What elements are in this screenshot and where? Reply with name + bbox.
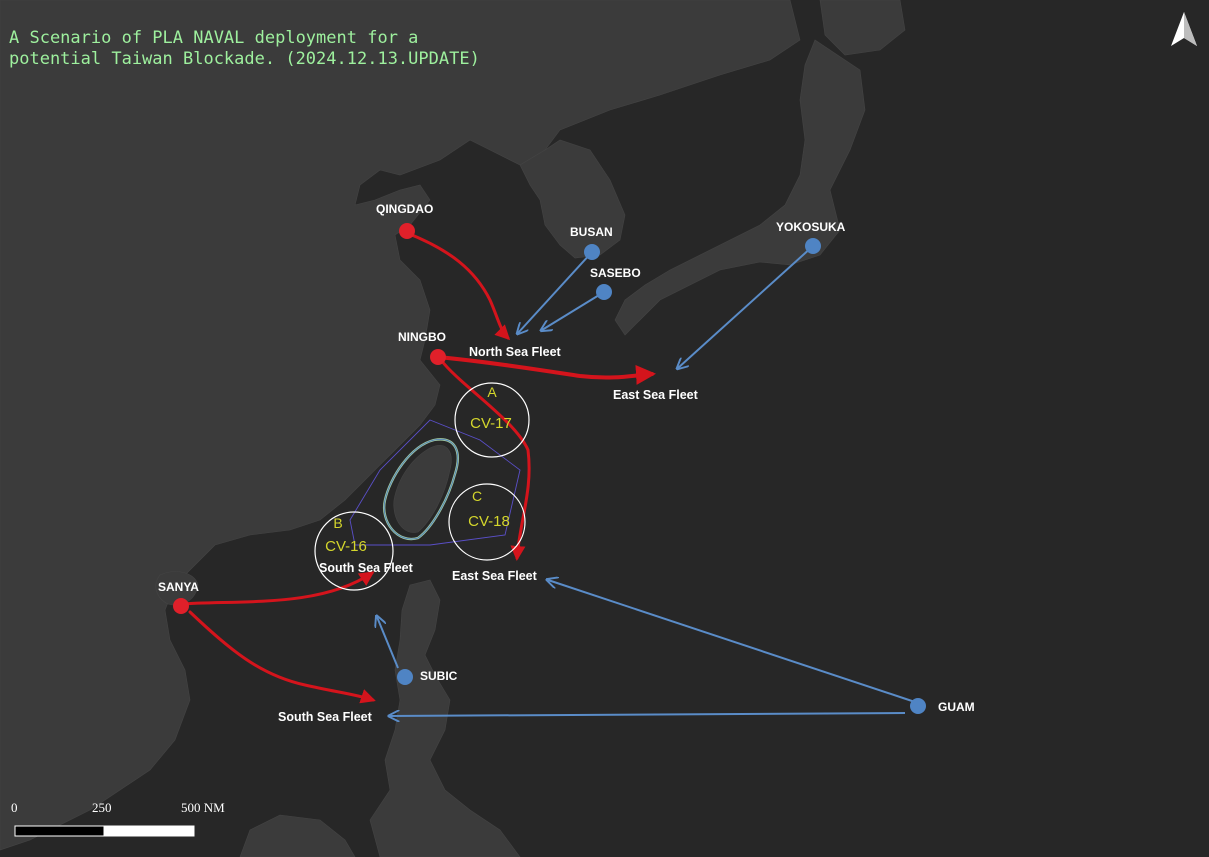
label-ningbo: NINGBO	[398, 330, 446, 344]
route-yokosuka	[678, 245, 814, 368]
route-subic	[377, 617, 399, 669]
route-sanya-south-fleet-1	[179, 571, 375, 606]
us-routes	[377, 245, 916, 716]
blockade-outer-box	[349, 419, 521, 546]
carrier-zone-a[interactable]: A CV-17	[454, 382, 530, 458]
land-japan	[614, 39, 866, 336]
scale-bar-segment-2	[103, 825, 195, 837]
base-marker-guam[interactable]	[910, 698, 926, 714]
land-taiwan	[393, 444, 452, 533]
map-title: A Scenario of PLA NAVAL deployment for a…	[9, 28, 480, 69]
carrier-zone-c[interactable]: C CV-18	[448, 483, 526, 561]
label-south-sea-fleet-2: South Sea Fleet	[278, 710, 373, 724]
carrier-zone-a-name: CV-17	[470, 415, 512, 432]
scale-tick-250: 250	[92, 800, 112, 815]
scale-bar: 0 250 500 NM	[11, 800, 225, 837]
label-north-sea-fleet: North Sea Fleet	[469, 345, 562, 359]
scale-bar-segment-1	[14, 825, 105, 837]
route-ningbo-east-fleet-2	[439, 358, 531, 561]
carrier-zone-b-name: CV-16	[325, 538, 367, 555]
route-ningbo-east-fleet-1	[436, 355, 656, 385]
taiwan-ring-inner	[383, 439, 459, 540]
land-borneo	[239, 814, 356, 857]
carrier-zone-c-name: CV-18	[468, 513, 510, 530]
base-marker-qingdao[interactable]	[399, 223, 415, 239]
base-marker-sasebo[interactable]	[596, 284, 612, 300]
land-layer	[0, 0, 906, 857]
land-philippines	[369, 579, 521, 857]
fleet-labels: North Sea Fleet East Sea Fleet East Sea …	[278, 345, 699, 724]
route-sasebo	[542, 291, 605, 330]
pla-base-markers	[173, 223, 446, 614]
carrier-zone-b-letter: B	[333, 515, 342, 531]
route-busan	[518, 251, 593, 333]
us-base-markers	[397, 238, 926, 714]
pla-routes	[179, 231, 656, 704]
base-labels: QINGDAO NINGBO SANYA BUSAN SASEBO YOKOSU…	[158, 202, 975, 714]
label-subic: SUBIC	[420, 669, 458, 683]
label-guam: GUAM	[938, 700, 975, 714]
label-south-sea-fleet-1: South Sea Fleet	[319, 561, 414, 575]
label-busan: BUSAN	[570, 225, 613, 239]
route-sanya-south-fleet-2	[188, 610, 376, 704]
route-qingdao-north-fleet	[405, 231, 511, 341]
label-qingdao: QINGDAO	[376, 202, 433, 216]
carrier-zone-b[interactable]: B CV-16	[314, 511, 394, 591]
label-yokosuka: YOKOSUKA	[776, 220, 846, 234]
label-sasebo: SASEBO	[590, 266, 641, 280]
base-marker-ningbo[interactable]	[430, 349, 446, 365]
blockade-zone	[349, 419, 521, 546]
north-arrow-icon	[1171, 12, 1197, 46]
base-marker-yokosuka[interactable]	[805, 238, 821, 254]
label-sanya: SANYA	[158, 580, 199, 594]
base-marker-subic[interactable]	[397, 669, 413, 685]
route-guam-south	[390, 713, 906, 716]
land-korea	[519, 139, 626, 259]
base-marker-busan[interactable]	[584, 244, 600, 260]
route-guam-east	[548, 580, 916, 703]
carrier-zone-c-letter: C	[472, 488, 482, 504]
scale-tick-0: 0	[11, 800, 18, 815]
carrier-zone-a-letter: A	[487, 384, 497, 400]
carrier-zones: A CV-17 B CV-16 C CV-18	[314, 382, 530, 591]
label-east-sea-fleet-2: East Sea Fleet	[452, 569, 538, 583]
base-marker-sanya[interactable]	[173, 598, 189, 614]
land-hokkaido	[819, 0, 906, 56]
label-east-sea-fleet-1: East Sea Fleet	[613, 388, 699, 402]
scale-tick-500: 500 NM	[181, 800, 225, 815]
